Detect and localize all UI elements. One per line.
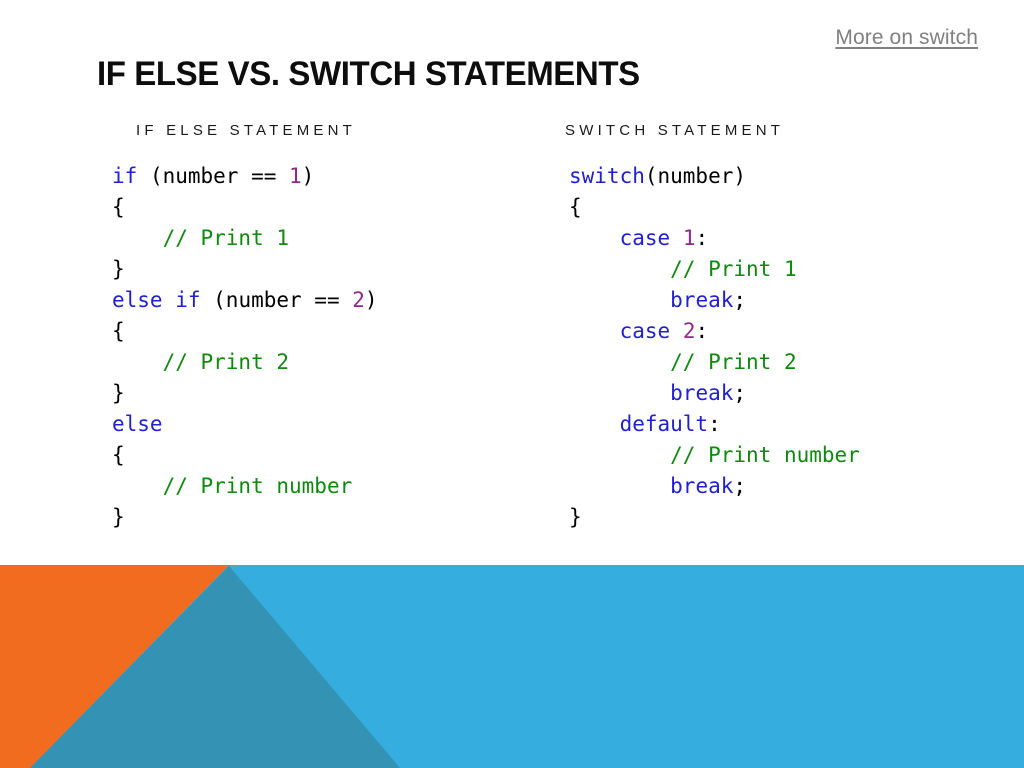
code-line: switch(number) xyxy=(569,161,1010,192)
code-token-plain xyxy=(569,257,670,281)
footer-decoration-band xyxy=(0,565,1024,768)
switch-column: SWITCH STATEMENT switch(number) { case 1:… xyxy=(560,122,1010,533)
code-line: // Print number xyxy=(112,471,548,502)
more-on-switch-link[interactable]: More on switch xyxy=(835,26,978,49)
code-line: default: xyxy=(569,409,1010,440)
code-line: // Print 1 xyxy=(569,254,1010,285)
code-token-plain: : xyxy=(708,412,721,436)
code-line: else if (number == 2) xyxy=(112,285,548,316)
code-token-num: 1 xyxy=(289,164,302,188)
code-token-comment: // Print number xyxy=(162,474,353,498)
code-line: break; xyxy=(569,378,1010,409)
code-token-plain: ) xyxy=(301,164,315,188)
code-line: { xyxy=(112,440,548,471)
code-token-plain xyxy=(112,226,163,250)
code-token-plain: { xyxy=(569,195,582,219)
code-line: { xyxy=(112,192,548,223)
code-line: break; xyxy=(569,285,1010,316)
code-token-plain: ; xyxy=(733,288,747,312)
code-token-kw: else if xyxy=(112,288,201,312)
code-token-plain: } xyxy=(569,505,582,529)
code-token-plain: ; xyxy=(733,474,747,498)
band-orange-triangle xyxy=(0,565,229,768)
code-token-plain: } xyxy=(112,505,125,529)
code-token-plain: (number) xyxy=(644,164,747,188)
code-token-plain xyxy=(670,319,683,343)
code-token-plain: (number == xyxy=(137,164,290,188)
code-token-kw: break xyxy=(670,381,734,405)
code-token-kw: else xyxy=(112,412,163,436)
code-token-plain: ; xyxy=(733,381,747,405)
code-token-plain xyxy=(569,412,620,436)
code-token-num: 2 xyxy=(352,288,365,312)
code-token-num: 1 xyxy=(682,226,696,250)
code-token-plain xyxy=(569,381,670,405)
code-token-plain xyxy=(569,288,670,312)
code-token-comment: // Print number xyxy=(670,443,860,467)
if-else-column-header: IF ELSE STATEMENT xyxy=(136,122,357,139)
code-line: // Print 1 xyxy=(112,223,548,254)
code-token-plain: ) xyxy=(364,288,378,312)
code-line: else xyxy=(112,409,548,440)
code-token-plain xyxy=(569,474,670,498)
code-token-kw: switch xyxy=(569,164,645,188)
code-token-plain xyxy=(569,443,670,467)
code-line: break; xyxy=(569,471,1010,502)
code-token-kw: case xyxy=(619,319,671,343)
code-line: // Print number xyxy=(569,440,1010,471)
code-token-plain xyxy=(569,319,620,343)
code-line: { xyxy=(569,192,1010,223)
band-teal-triangle xyxy=(30,566,400,768)
code-token-plain: } xyxy=(112,257,125,281)
code-line: // Print 2 xyxy=(569,347,1010,378)
code-token-kw: break xyxy=(670,474,734,498)
code-token-kw: default xyxy=(619,412,709,436)
switch-column-header: SWITCH STATEMENT xyxy=(565,122,785,139)
code-token-plain xyxy=(569,226,620,250)
code-token-plain: { xyxy=(112,443,125,467)
if-else-code-block: if (number == 1) { // Print 1} else if (nu… xyxy=(108,161,548,533)
code-token-plain: { xyxy=(112,319,125,343)
code-token-plain: (number == xyxy=(200,288,353,312)
code-token-num: 2 xyxy=(682,319,696,343)
code-token-plain xyxy=(112,474,163,498)
code-token-plain xyxy=(112,350,163,374)
code-line: case 2: xyxy=(569,316,1010,347)
code-line: // Print 2 xyxy=(112,347,548,378)
code-token-kw: if xyxy=(112,164,138,188)
switch-code-block: switch(number) { case 1: // Print 1 break… xyxy=(560,161,1010,533)
code-line: } xyxy=(112,254,548,285)
code-token-comment: // Print 2 xyxy=(670,350,797,374)
page-title: IF ELSE VS. SWITCH STATEMENTS xyxy=(97,55,640,93)
code-token-plain: : xyxy=(695,226,709,250)
code-token-plain: : xyxy=(695,319,709,343)
code-line: } xyxy=(112,502,548,533)
code-line: case 1: xyxy=(569,223,1010,254)
if-else-column: IF ELSE STATEMENT if (number == 1) { // P… xyxy=(108,122,548,533)
code-token-kw: case xyxy=(619,226,671,250)
code-token-comment: // Print 2 xyxy=(162,350,290,374)
code-token-plain: { xyxy=(112,195,125,219)
footer-shapes xyxy=(0,565,1024,768)
code-token-plain xyxy=(670,226,683,250)
code-token-comment: // Print 1 xyxy=(670,257,797,281)
code-token-plain xyxy=(569,350,670,374)
code-line: } xyxy=(569,502,1010,533)
code-token-kw: break xyxy=(670,288,734,312)
code-token-plain: } xyxy=(112,381,125,405)
code-line: { xyxy=(112,316,548,347)
code-line: if (number == 1) xyxy=(112,161,548,192)
code-line: } xyxy=(112,378,548,409)
code-token-comment: // Print 1 xyxy=(162,226,290,250)
